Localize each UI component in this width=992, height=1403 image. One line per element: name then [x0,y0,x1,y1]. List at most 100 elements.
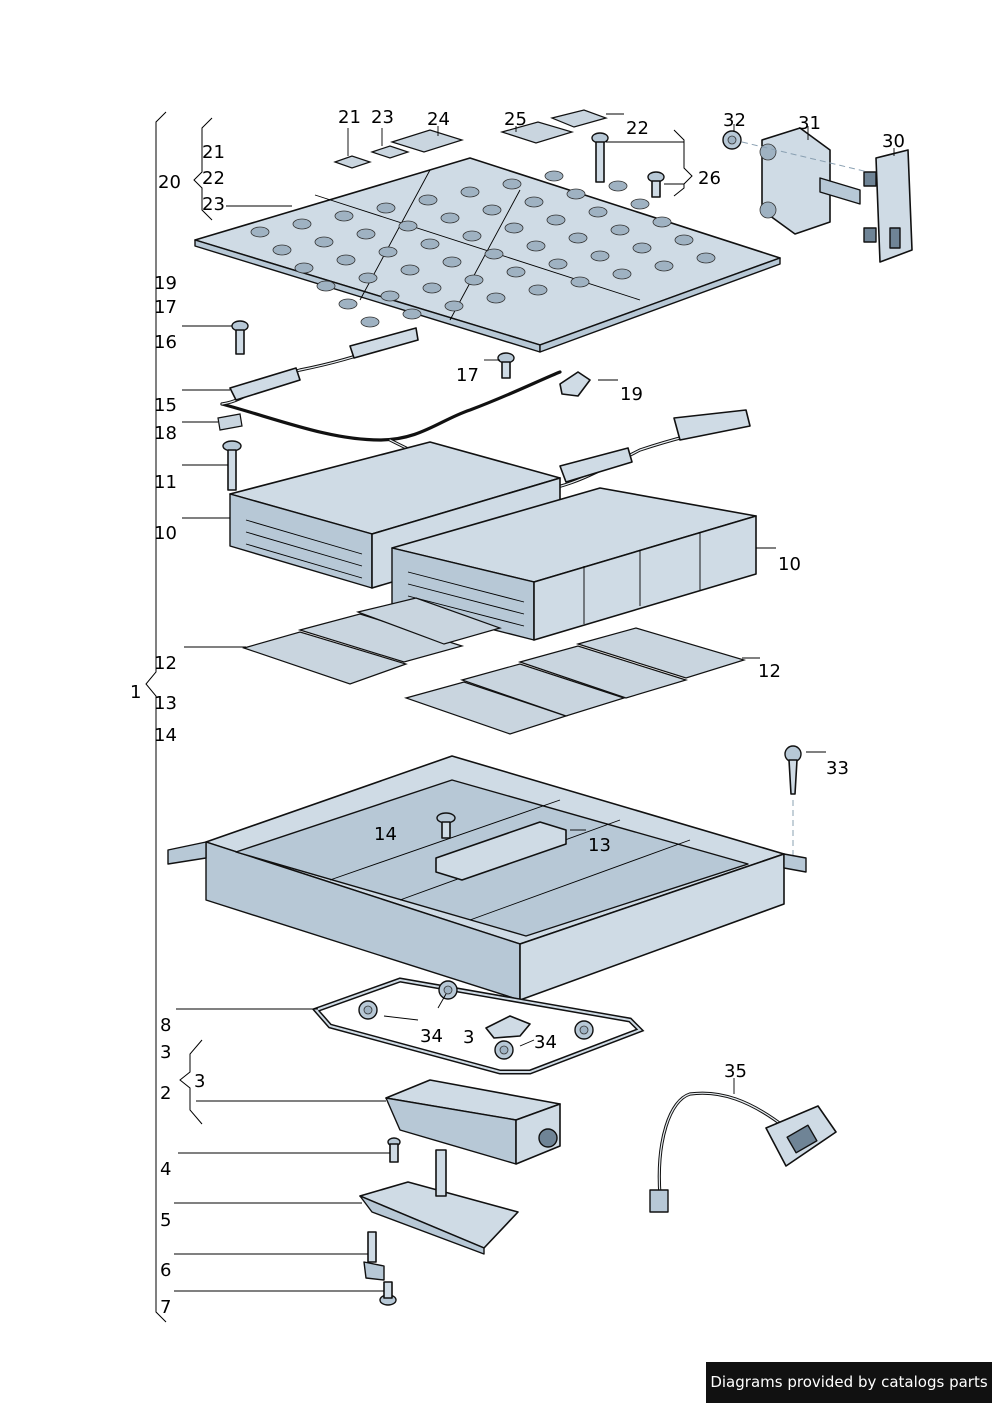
plate-hole [444,300,464,312]
label-14-side: 14 [154,725,177,746]
cover-plate [194,157,781,353]
plate-hole [484,248,504,260]
plate-hole [674,234,694,246]
label-34-right: 34 [534,1032,557,1053]
control-unit-2 [385,1079,561,1165]
battery-housing-tray [167,755,807,1001]
bolt-16 [231,320,249,355]
plate-hole [482,204,502,216]
plate-hole [250,226,270,238]
bolt-26a [591,132,609,183]
label-22: 22 [626,118,649,139]
label-33: 33 [826,758,849,779]
label-18: 18 [154,423,177,444]
label-20: 20 [158,172,181,193]
label-6: 6 [160,1260,171,1281]
brace-group-1 [145,111,167,1323]
label-13-side: 13 [154,693,177,714]
label-23-group: 23 [202,194,225,215]
bolt-17 [497,352,515,379]
plate-hole [612,268,632,280]
plate-hole [528,284,548,296]
clip-19 [559,371,591,397]
plate-hole [566,188,586,200]
label-19: 19 [620,384,643,405]
brace-group-2 [179,1039,203,1125]
plate-hole [630,198,650,210]
nut-32 [722,130,742,150]
label-24: 24 [427,109,450,130]
leader-lines [174,113,895,1292]
plate-hole [418,194,438,206]
label-10-left: 10 [154,523,177,544]
plate-hole [338,298,358,310]
plate-hole [360,316,380,328]
grommet-34 [358,980,594,1060]
label-21-group: 21 [202,142,225,163]
plate-hole [442,256,462,268]
bolt-4 [387,1137,401,1163]
label-26: 26 [698,168,721,189]
plate-hole [376,202,396,214]
connector-bracket-31 [759,127,861,235]
plate-hole [568,232,588,244]
plate-hole [610,224,630,236]
plate-hole [294,262,314,274]
label-19-side: 19 [154,273,177,294]
plate-hole [654,260,674,272]
label-30: 30 [882,131,905,152]
plate-hole [544,170,564,182]
plate-hole [652,216,672,228]
plate-hole [548,258,568,270]
label-3-side: 3 [160,1042,171,1063]
plate-hole [380,290,400,302]
plate-hole [590,250,610,262]
plate-hole [402,308,422,320]
label-7: 7 [160,1297,171,1318]
connector-housing-30 [863,149,913,263]
plate-hole [696,252,716,264]
bolt-11 [222,440,242,491]
plate-hole [356,228,376,240]
label-pad-21 [333,155,372,169]
label-31: 31 [798,113,821,134]
assembly-line-30 [741,141,869,173]
pad-18 [217,413,243,431]
plate-hole [486,292,506,304]
screw-33 [784,745,802,795]
label-25: 25 [504,109,527,130]
bracket-13 [435,821,567,881]
label-21: 21 [338,107,361,128]
label-2: 2 [160,1083,171,1104]
label-35: 35 [724,1061,747,1082]
plate-hole [440,212,460,224]
plate-hole [608,180,628,192]
sensor-6 [363,1231,385,1281]
plate-hole [462,230,482,242]
plate-hole [272,244,292,256]
plate-hole [546,214,566,226]
label-12-left: 12 [154,653,177,674]
plate-hole [506,266,526,278]
plate-hole [292,218,312,230]
label-10-right: 10 [778,554,801,575]
label-11: 11 [154,472,177,493]
label-17-side: 17 [154,297,177,318]
plate-hole [526,240,546,252]
label-8: 8 [160,1015,171,1036]
valve-3 [485,1015,531,1039]
label-4: 4 [160,1159,171,1180]
label-5: 5 [160,1210,171,1231]
plate-hole [632,242,652,254]
plate-hole [570,276,590,288]
cable-35 [649,1091,837,1213]
label-16: 16 [154,332,177,353]
plate-hole [334,210,354,222]
brace-group-26 [673,129,693,197]
insulation-mats-left [241,597,502,685]
plate-hole [358,272,378,284]
label-15: 15 [154,395,177,416]
plate-hole [316,280,336,292]
bolt-7 [379,1281,397,1306]
